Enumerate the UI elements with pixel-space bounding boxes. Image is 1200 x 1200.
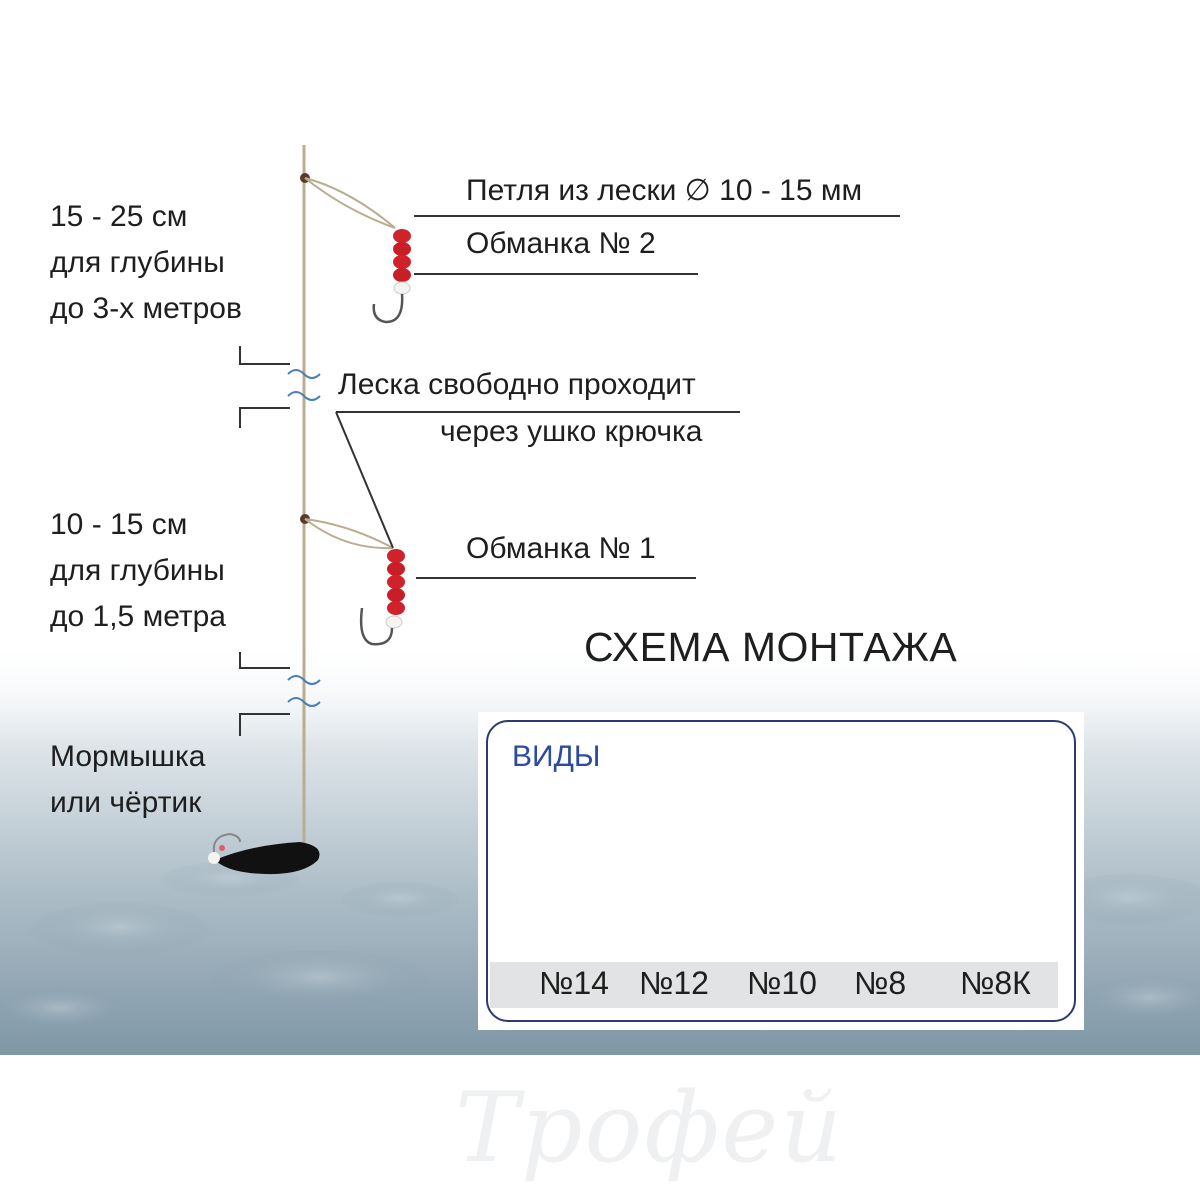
lure-2-assembly [300, 173, 411, 324]
size-label-12: №12 [639, 965, 709, 1001]
callout-lines [335, 215, 900, 579]
dimension-brackets [239, 346, 290, 736]
lure-2-beads [393, 229, 411, 295]
depth-upper-range: 15 - 25 см [50, 200, 188, 233]
kinds-title: ВИДЫ [512, 740, 601, 773]
lure-1-label: Обманка № 1 [466, 532, 656, 565]
depth-lower-line3: до 1,5 метра [50, 600, 226, 633]
depth-lower-range: 10 - 15 см [50, 508, 188, 541]
loop-label: Петля из лески ∅ 10 - 15 мм [466, 174, 863, 207]
free-line-label-2: через ушко крючка [440, 415, 703, 448]
lure-2-label: Обманка № 2 [466, 227, 656, 260]
size-label-8k: №8К [960, 965, 1031, 1001]
trofey-watermark-logo: Трофей [455, 1072, 845, 1184]
lure-1-hook [359, 607, 394, 646]
diagram-title: СХЕМА МОНТАЖА [584, 624, 958, 670]
depth-upper-line2: для глубины [50, 246, 225, 279]
bottom-lure-line1: Мормышка [50, 740, 206, 773]
depth-upper-line3: до 3-х метров [50, 292, 242, 325]
size-label-14: №14 [539, 965, 609, 1001]
lure-1-assembly [300, 514, 405, 646]
bottom-lure-line2: или чёртик [50, 786, 202, 819]
bottom-jig [208, 832, 320, 875]
line-break-marks [287, 369, 321, 707]
depth-lower-line2: для глубины [50, 554, 225, 587]
size-label-10: №10 [747, 965, 817, 1001]
lure-1-beads [385, 549, 405, 629]
size-label-8: №8 [854, 965, 907, 1001]
size-strip [490, 962, 1058, 1008]
free-line-label-1: Леска свободно проходит [338, 368, 696, 401]
lure-2-hook [372, 293, 404, 324]
